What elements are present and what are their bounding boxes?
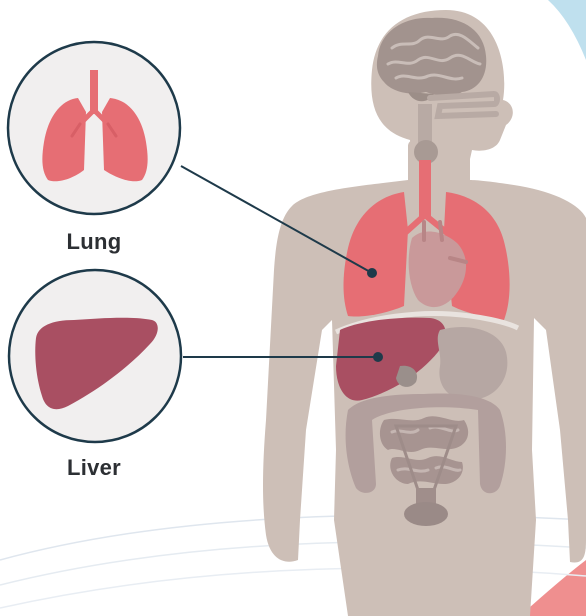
lung-label: Lung — [4, 229, 184, 255]
liver-label: Liver — [4, 455, 184, 481]
nasal-passage — [430, 94, 497, 116]
top-right-accent — [548, 0, 586, 60]
lung-callout — [8, 42, 180, 214]
liver-leader-dot — [373, 352, 383, 362]
liver-callout — [9, 270, 181, 442]
bladder — [404, 502, 448, 526]
lung-callout-circle — [8, 42, 180, 214]
brain-icon — [377, 18, 486, 101]
trachea — [419, 160, 431, 218]
lung-leader-dot — [367, 268, 377, 278]
lung-icon-trachea — [90, 70, 98, 114]
